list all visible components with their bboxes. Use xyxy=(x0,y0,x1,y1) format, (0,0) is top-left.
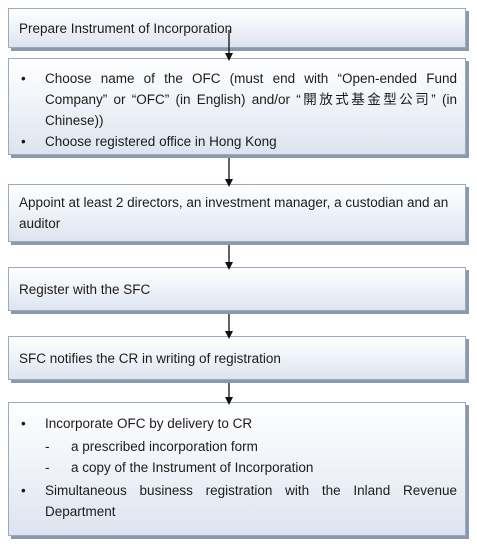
step-1-text: Prepare Instrument of Incorporation xyxy=(19,20,233,36)
step-5-text: SFC notifies the CR in writing of regist… xyxy=(19,350,281,366)
sub-item-incorporation-form: a prescribed incorporation form xyxy=(45,436,457,457)
step-6-bullet-list: Incorporate OFC by delivery to CR a pres… xyxy=(9,413,465,522)
step-incorporate-ofc: Incorporate OFC by delivery to CR a pres… xyxy=(8,402,466,536)
bullet-business-registration: Simultaneous business registration with … xyxy=(9,480,465,522)
bullet-incorporate-ofc-text: Incorporate OFC by delivery to CR xyxy=(45,416,253,431)
step-2-bullet-list: Choose name of the OFC (must end with “O… xyxy=(9,68,465,152)
bullet-incorporate-ofc: Incorporate OFC by delivery to CR a pres… xyxy=(9,413,465,478)
step-sfc-notifies-cr: SFC notifies the CR in writing of regist… xyxy=(8,336,466,380)
step-4-text: Register with the SFC xyxy=(19,281,151,297)
step-3-text: Appoint at least 2 directors, an investm… xyxy=(19,195,449,231)
bullet-choose-name: Choose name of the OFC (must end with “O… xyxy=(9,68,465,131)
step-register-with-sfc: Register with the SFC xyxy=(8,267,466,311)
bullet-choose-office: Choose registered office in Hong Kong xyxy=(9,131,465,152)
step-prepare-instrument: Prepare Instrument of Incorporation xyxy=(8,8,466,48)
step-choose-name-and-office: Choose name of the OFC (must end with “O… xyxy=(8,58,466,155)
incorporation-sub-list: a prescribed incorporation form a copy o… xyxy=(45,436,457,478)
step-appoint-officers: Appoint at least 2 directors, an investm… xyxy=(8,184,466,242)
sub-item-instrument-copy: a copy of the Instrument of Incorporatio… xyxy=(45,457,457,478)
